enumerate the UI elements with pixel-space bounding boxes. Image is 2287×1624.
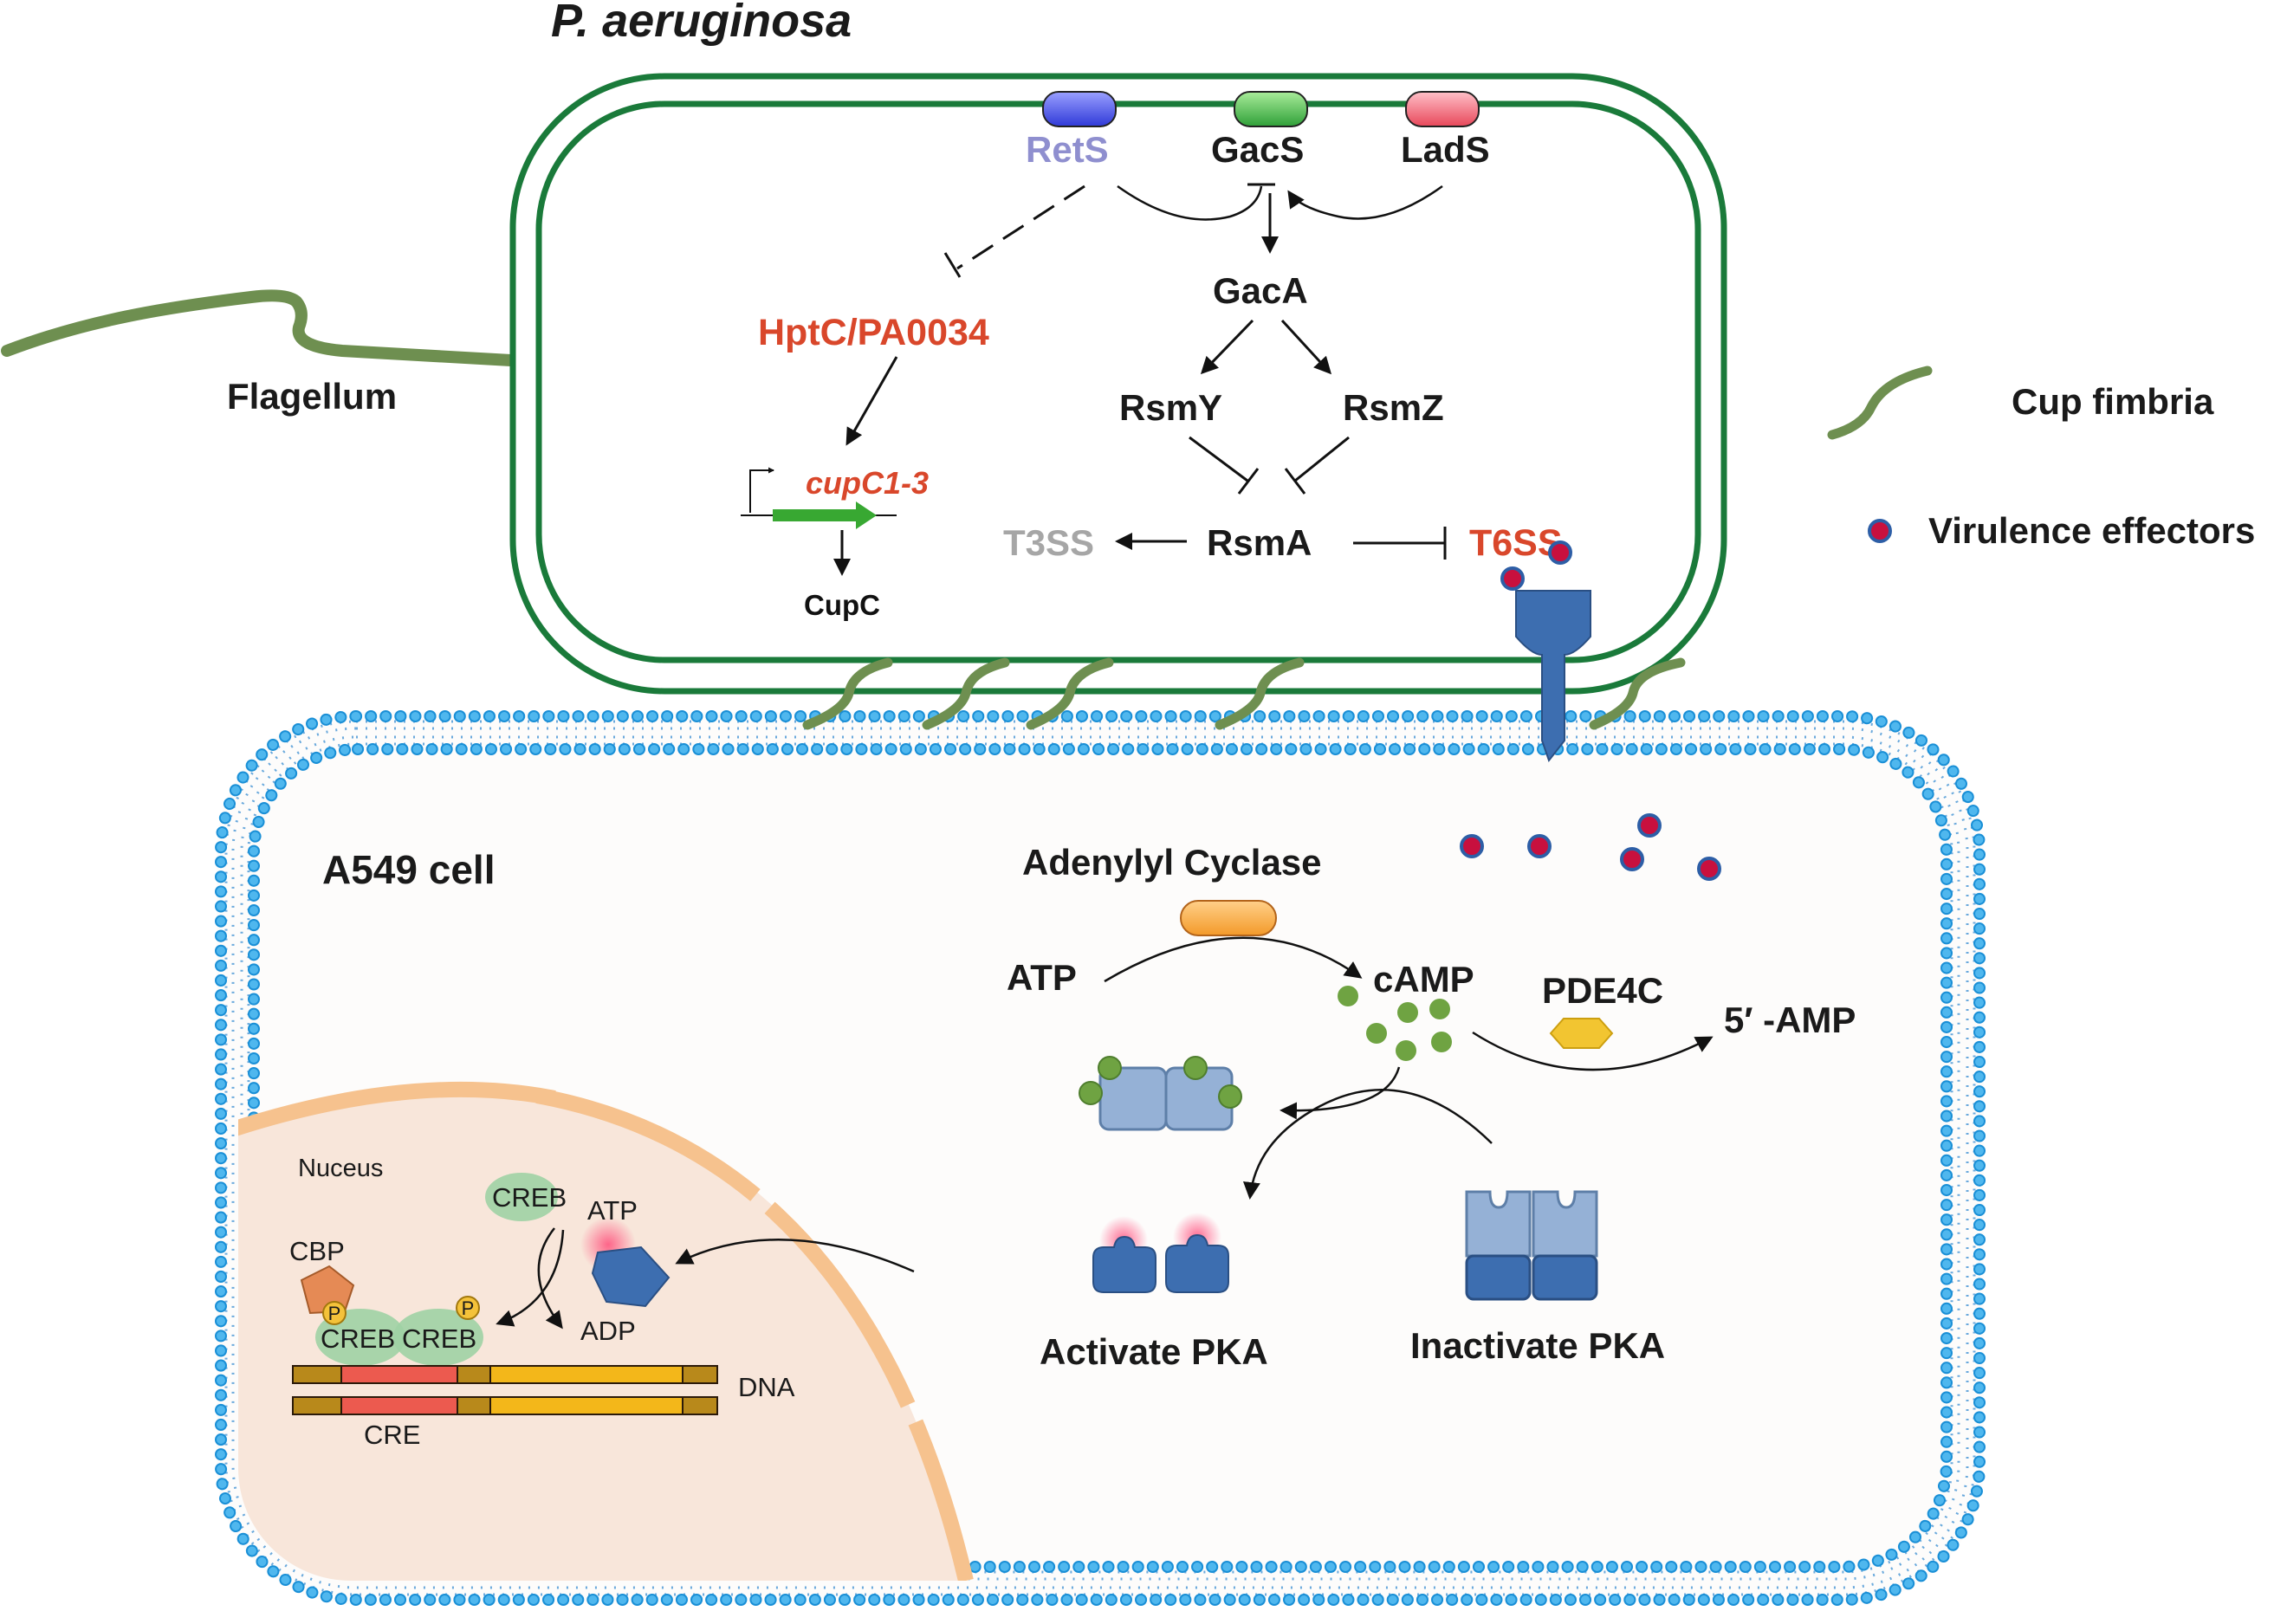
host-cell-title: A549 cell xyxy=(322,847,495,892)
camp-to-amp-arrow xyxy=(1472,1031,1714,1071)
bacterial-outer-membrane xyxy=(509,73,1727,695)
rsma-label: RsmA xyxy=(1207,522,1312,563)
rsmy-inhibits-rsma-edge xyxy=(1189,436,1248,482)
dna-double-strand xyxy=(292,1365,718,1415)
host-virulence-effectors xyxy=(1460,813,1721,881)
flagellum xyxy=(1,289,547,368)
cup-fimbriae xyxy=(802,657,1686,730)
creb-b-label: CREB xyxy=(402,1323,476,1354)
rets-inhibits-gacs-edge xyxy=(1117,184,1263,221)
dna-label: DNA xyxy=(738,1372,795,1402)
creb-b-icon xyxy=(393,1309,483,1366)
creb-a-label: CREB xyxy=(321,1323,395,1354)
t6ss-effectors xyxy=(1500,540,1572,591)
t3ss-label: T3SS xyxy=(1003,522,1094,563)
gaca-to-rsmz-arrow xyxy=(1280,319,1332,375)
pde4c-enzyme-icon xyxy=(1549,1018,1614,1049)
nuclear-envelope xyxy=(238,1081,556,1142)
host-membrane-bilayer xyxy=(215,710,1986,1606)
cupc-product-label: CupC xyxy=(804,589,880,621)
rets-hptc-inhibit-bar xyxy=(943,252,962,278)
cup-fimbria-legend-icon xyxy=(1827,366,1933,440)
activate-pka-label: Activate PKA xyxy=(1040,1331,1268,1372)
lads-label: LadS xyxy=(1401,129,1490,170)
bacterium: Flagellum P. aeruginosa RetS GacS LadS G… xyxy=(1,0,1727,763)
gacs-label: GacS xyxy=(1211,129,1304,170)
pde4c-label: PDE4C xyxy=(1542,970,1663,1011)
nucleus-label: Nuceus xyxy=(298,1155,383,1182)
nuclear-atp-label: ATP xyxy=(587,1195,638,1226)
nucleus xyxy=(238,1081,974,1581)
lads-sensor-icon xyxy=(1405,91,1480,127)
phospho-b-label: P xyxy=(462,1297,475,1319)
lads-activates-gacs-edge xyxy=(1287,184,1443,220)
cbp-label: CBP xyxy=(289,1236,345,1266)
amp-label: 5′ -AMP xyxy=(1724,1000,1856,1040)
adenylyl-cyclase-icon xyxy=(1180,900,1277,936)
t6ss-apparatus xyxy=(1515,590,1591,763)
cbp-icon xyxy=(300,1265,355,1315)
gaca-label: GacA xyxy=(1213,270,1308,311)
free-creb-icon xyxy=(485,1173,558,1221)
hptc-label: HptC/PA0034 xyxy=(758,312,989,353)
legend: Cup fimbria Virulence effectors xyxy=(1827,366,2255,551)
gacs-sensor-icon xyxy=(1234,91,1308,127)
bacterium-title: P. aeruginosa xyxy=(551,0,852,47)
pka-camp-complex xyxy=(1079,1056,1242,1131)
cupc-gene-locus xyxy=(741,467,897,529)
phospho-b-icon xyxy=(456,1296,480,1320)
pka-nuclear-import-arrow xyxy=(675,1239,915,1273)
adenylyl-cyclase-label: Adenylyl Cyclase xyxy=(1022,842,1322,883)
cupc-gene-label: cupC1-3 xyxy=(806,465,929,501)
gaca-to-rsmy-arrow xyxy=(1200,319,1254,375)
inactive-pka-holoenzyme xyxy=(1465,1190,1598,1301)
bacterial-inner-membrane xyxy=(535,100,1701,663)
rets-label: RetS xyxy=(1026,129,1109,170)
nuclear-pka xyxy=(580,1217,671,1308)
camp-molecules xyxy=(1338,986,1452,1061)
rsmy-label: RsmY xyxy=(1119,387,1222,428)
free-creb-label: CREB xyxy=(492,1182,567,1213)
active-pka-subunits xyxy=(1092,1213,1229,1293)
rsmz-inhibits-rsma-edge xyxy=(1294,436,1350,482)
pka-dissociation-arrow xyxy=(1242,1089,1493,1200)
phosphorylation-arrow-1 xyxy=(537,1227,563,1330)
atp-label: ATP xyxy=(1007,957,1077,998)
virulence-effector-legend-icon xyxy=(1868,519,1892,543)
rsmz-inhibit-bar xyxy=(1284,468,1306,495)
host-cell: A549 cell Adenylyl Cyclase ATP cAMP PDE4… xyxy=(215,710,1986,1606)
phosphorylation-arrow-2 xyxy=(496,1229,565,1327)
nuclear-adp-label: ADP xyxy=(580,1316,636,1346)
rsmz-label: RsmZ xyxy=(1343,387,1444,428)
rsmy-inhibit-bar xyxy=(1237,468,1260,495)
camp-binding-arrow xyxy=(1280,1066,1401,1120)
t6ss-label: T6SS xyxy=(1469,522,1563,564)
camp-label: cAMP xyxy=(1373,959,1474,1000)
nuclear-envelope-right xyxy=(535,1088,974,1581)
hptc-to-cupc-arrow xyxy=(845,356,898,446)
virulence-effectors-legend-label: Virulence effectors xyxy=(1928,510,2255,551)
phospho-a-icon xyxy=(322,1301,347,1325)
rets-inhibits-hptc-edge xyxy=(956,184,1085,270)
rets-sensor-icon xyxy=(1042,91,1117,127)
phospho-a-label: P xyxy=(328,1303,341,1324)
atp-to-camp-arrow xyxy=(1104,936,1363,983)
cre-label: CRE xyxy=(364,1420,420,1450)
cup-fimbria-legend-label: Cup fimbria xyxy=(2012,381,2214,422)
inactivate-pka-label: Inactivate PKA xyxy=(1410,1325,1665,1366)
flagellum-label: Flagellum xyxy=(227,376,397,417)
